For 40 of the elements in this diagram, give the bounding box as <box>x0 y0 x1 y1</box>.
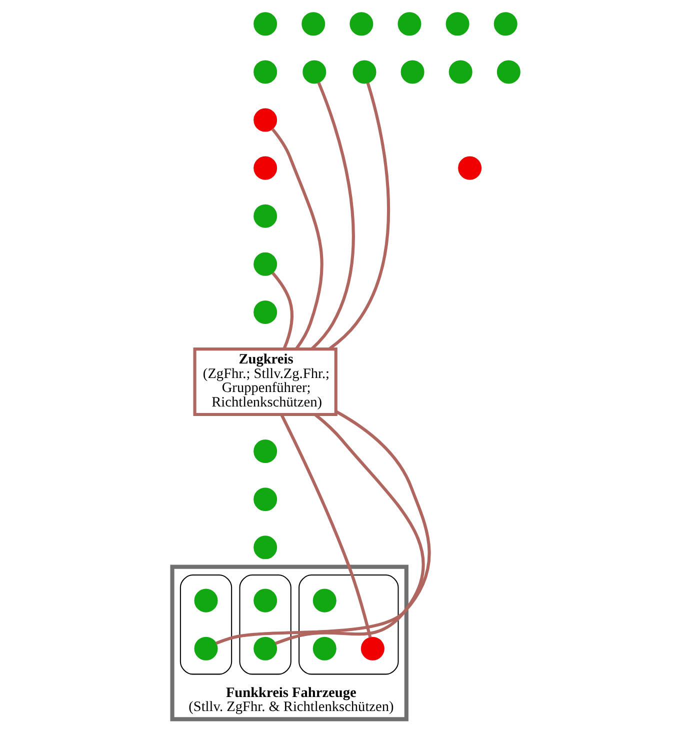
connector <box>272 272 294 350</box>
node-circle <box>254 204 278 228</box>
node-circle <box>398 12 422 36</box>
node-circle <box>360 636 384 660</box>
connector <box>328 82 390 350</box>
node-circle <box>350 12 374 36</box>
node-circle <box>254 300 278 324</box>
node-circle <box>352 60 376 84</box>
node-circle <box>302 60 326 84</box>
node-circle <box>254 488 278 512</box>
connector <box>274 414 425 645</box>
cluster <box>239 574 292 675</box>
cluster <box>180 574 232 675</box>
node-box: Zugkreis (ZgFhr.; Stllv.Zg.Fhr.; Gruppenführer; Richtlenkschützen) <box>193 348 338 416</box>
cluster <box>298 574 399 675</box>
node-circle <box>254 252 278 276</box>
node-circle <box>494 12 518 36</box>
node-circle <box>312 636 336 660</box>
node-circle <box>254 636 278 660</box>
connector <box>271 128 324 350</box>
node-circle <box>496 60 520 84</box>
node-circle <box>254 440 278 464</box>
connector <box>216 410 431 645</box>
node-circle <box>254 60 278 84</box>
cluster: Funkkreis Fahrzeuge (Stllv. ZgFhr. & Richtlenkschützen) <box>170 564 408 722</box>
node-circle <box>254 108 278 132</box>
node-circle <box>254 536 278 560</box>
node-circle <box>312 588 336 612</box>
node-circle <box>254 156 278 180</box>
node-circle <box>254 588 278 612</box>
connector <box>280 414 372 638</box>
node-circle <box>400 60 424 84</box>
node-circle <box>446 12 470 36</box>
node-circle <box>254 12 278 36</box>
node-circle <box>194 636 218 660</box>
node-circle <box>302 12 326 36</box>
node-circle <box>194 588 218 612</box>
node-circle <box>448 60 472 84</box>
node-circle <box>458 156 482 180</box>
connector <box>310 82 355 350</box>
